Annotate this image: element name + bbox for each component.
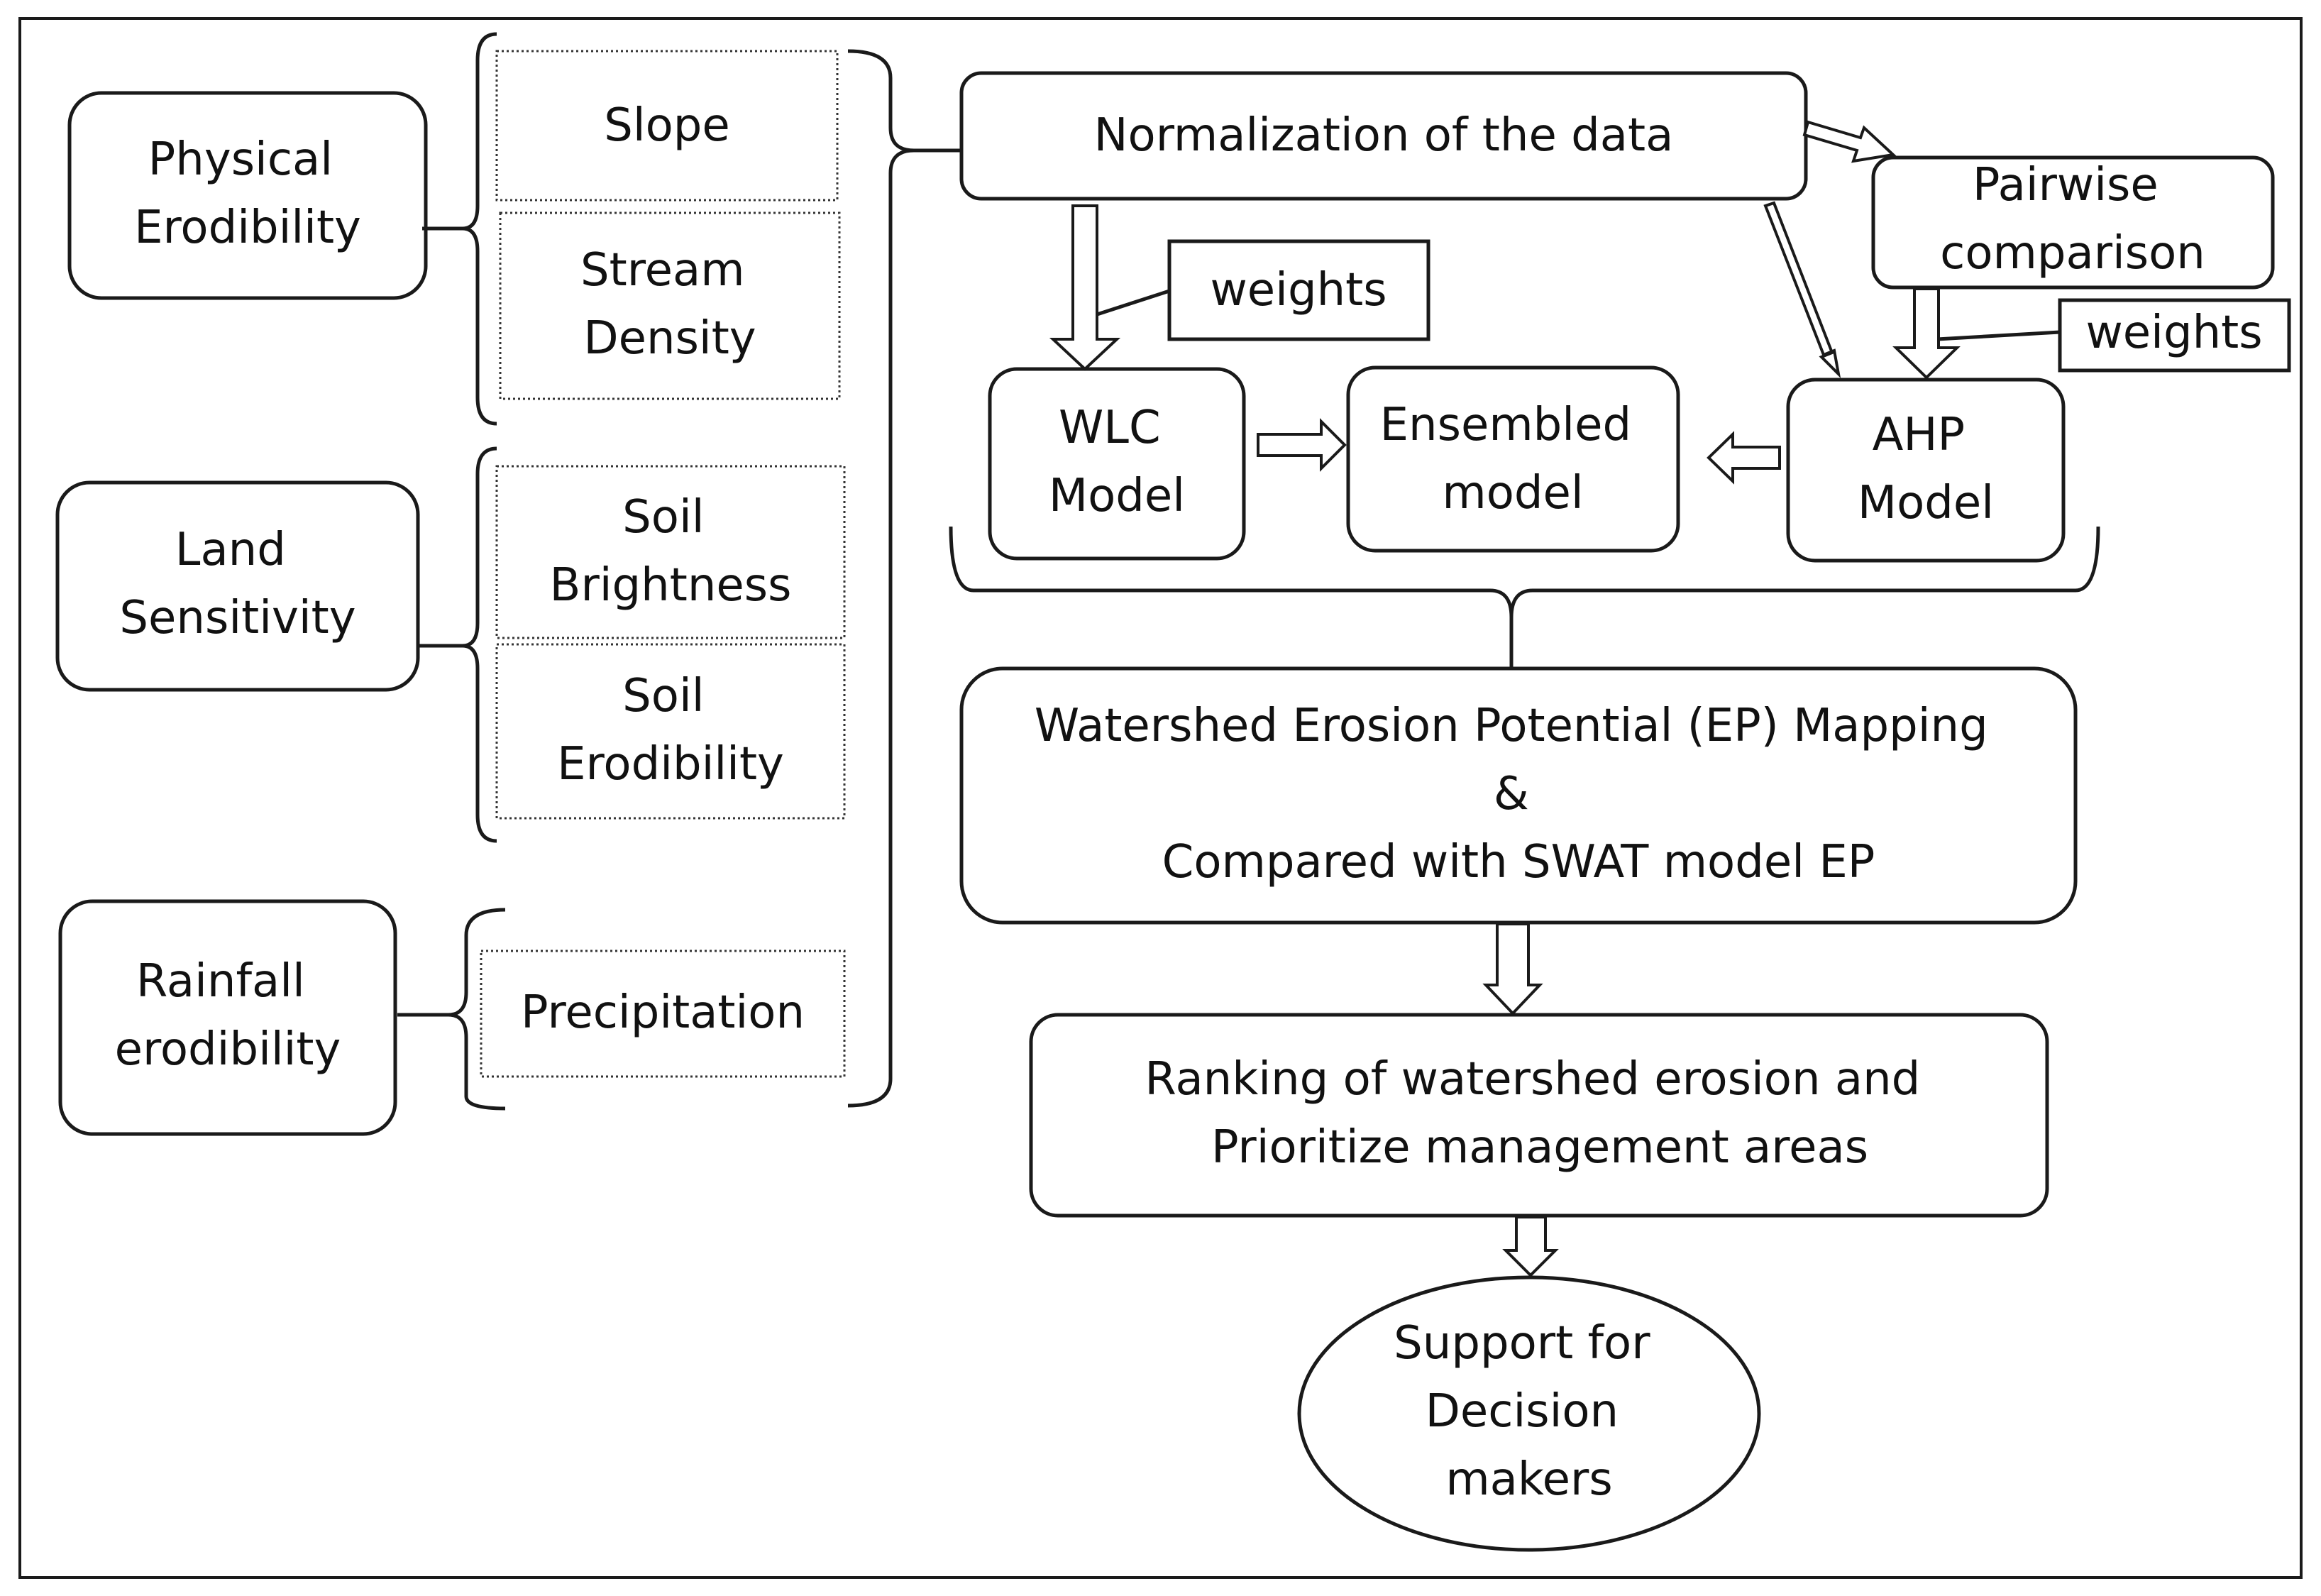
ranking-label: Ranking of watershed erosion and Priorit… <box>1145 1053 1934 1174</box>
decision-makers-label: Support for Decision makers <box>1394 1317 1665 1506</box>
soil-brightness-label: Soil Brightness <box>550 491 792 612</box>
ensembled-model-label: Ensembled model <box>1380 399 1646 519</box>
inputs-brace <box>847 49 961 1108</box>
models-brace <box>949 526 2100 671</box>
physical-erodibility-box: Physical Erodibility <box>67 91 428 300</box>
arrow-ahp-to-ensembled <box>1707 431 1781 485</box>
wlc-model-box: WLC Model <box>988 367 1246 561</box>
weights-right-box: weights <box>2058 298 2291 373</box>
ep-mapping-box: Watershed Erosion Potential (EP) Mapping… <box>959 666 2078 925</box>
pairwise-label: Pairwise comparison <box>1940 159 2205 280</box>
pairwise-box: Pairwise comparison <box>1871 155 2275 290</box>
slope-label: Slope <box>604 99 730 152</box>
arrow-normalization-to-ahp <box>1763 201 1841 378</box>
weights-left-connector <box>1092 289 1170 318</box>
arrow-ranking-to-decision <box>1502 1216 1559 1277</box>
slope-box: Slope <box>495 50 839 202</box>
ahp-model-box: AHP Model <box>1786 378 2066 563</box>
ep-mapping-label: Watershed Erosion Potential (EP) Mapping… <box>1035 700 2002 888</box>
ensembled-model-box: Ensembled model <box>1346 365 1680 553</box>
weights-right-label: weights <box>2085 307 2262 359</box>
physical-erodibility-label: Physical Erodibility <box>134 133 361 254</box>
land-brace <box>418 446 497 843</box>
diagram-frame <box>18 17 2303 1579</box>
soil-erodibility-box: Soil Erodibility <box>495 643 846 820</box>
arrow-pairwise-to-ahp <box>1892 287 1961 380</box>
arrow-ep-to-ranking <box>1482 923 1543 1016</box>
stream-density-box: Stream Density <box>499 211 841 400</box>
normalization-label: Normalization of the data <box>1094 109 1674 162</box>
soil-brightness-box: Soil Brightness <box>495 465 846 639</box>
arrow-normalization-to-wlc <box>1049 204 1121 371</box>
physical-brace <box>422 32 497 426</box>
arrow-normalization-to-pairwise <box>1802 120 1897 163</box>
stream-density-label: Stream Density <box>580 244 759 365</box>
weights-left-box: weights <box>1167 239 1430 341</box>
soil-erodibility-label: Soil Erodibility <box>557 670 784 791</box>
wlc-model-label: WLC Model <box>1049 402 1185 522</box>
precipitation-label: Precipitation <box>521 986 805 1039</box>
ahp-model-label: AHP Model <box>1858 409 1994 529</box>
ranking-box: Ranking of watershed erosion and Priorit… <box>1029 1013 2049 1218</box>
land-sensitivity-label: Land Sensitivity <box>119 524 355 644</box>
land-sensitivity-box: Land Sensitivity <box>55 480 420 692</box>
weights-left-label: weights <box>1210 264 1386 317</box>
decision-makers-ellipse: Support for Decision makers <box>1297 1275 1761 1552</box>
rainfall-erodibility-box: Rainfall erodibility <box>58 899 397 1136</box>
rainfall-erodibility-label: Rainfall erodibility <box>115 955 341 1076</box>
rainfall-brace <box>397 908 506 1111</box>
weights-right-connector <box>1936 330 2061 341</box>
arrow-wlc-to-ensembled <box>1257 418 1347 472</box>
precipitation-box: Precipitation <box>480 950 846 1078</box>
normalization-box: Normalization of the data <box>959 71 1808 201</box>
